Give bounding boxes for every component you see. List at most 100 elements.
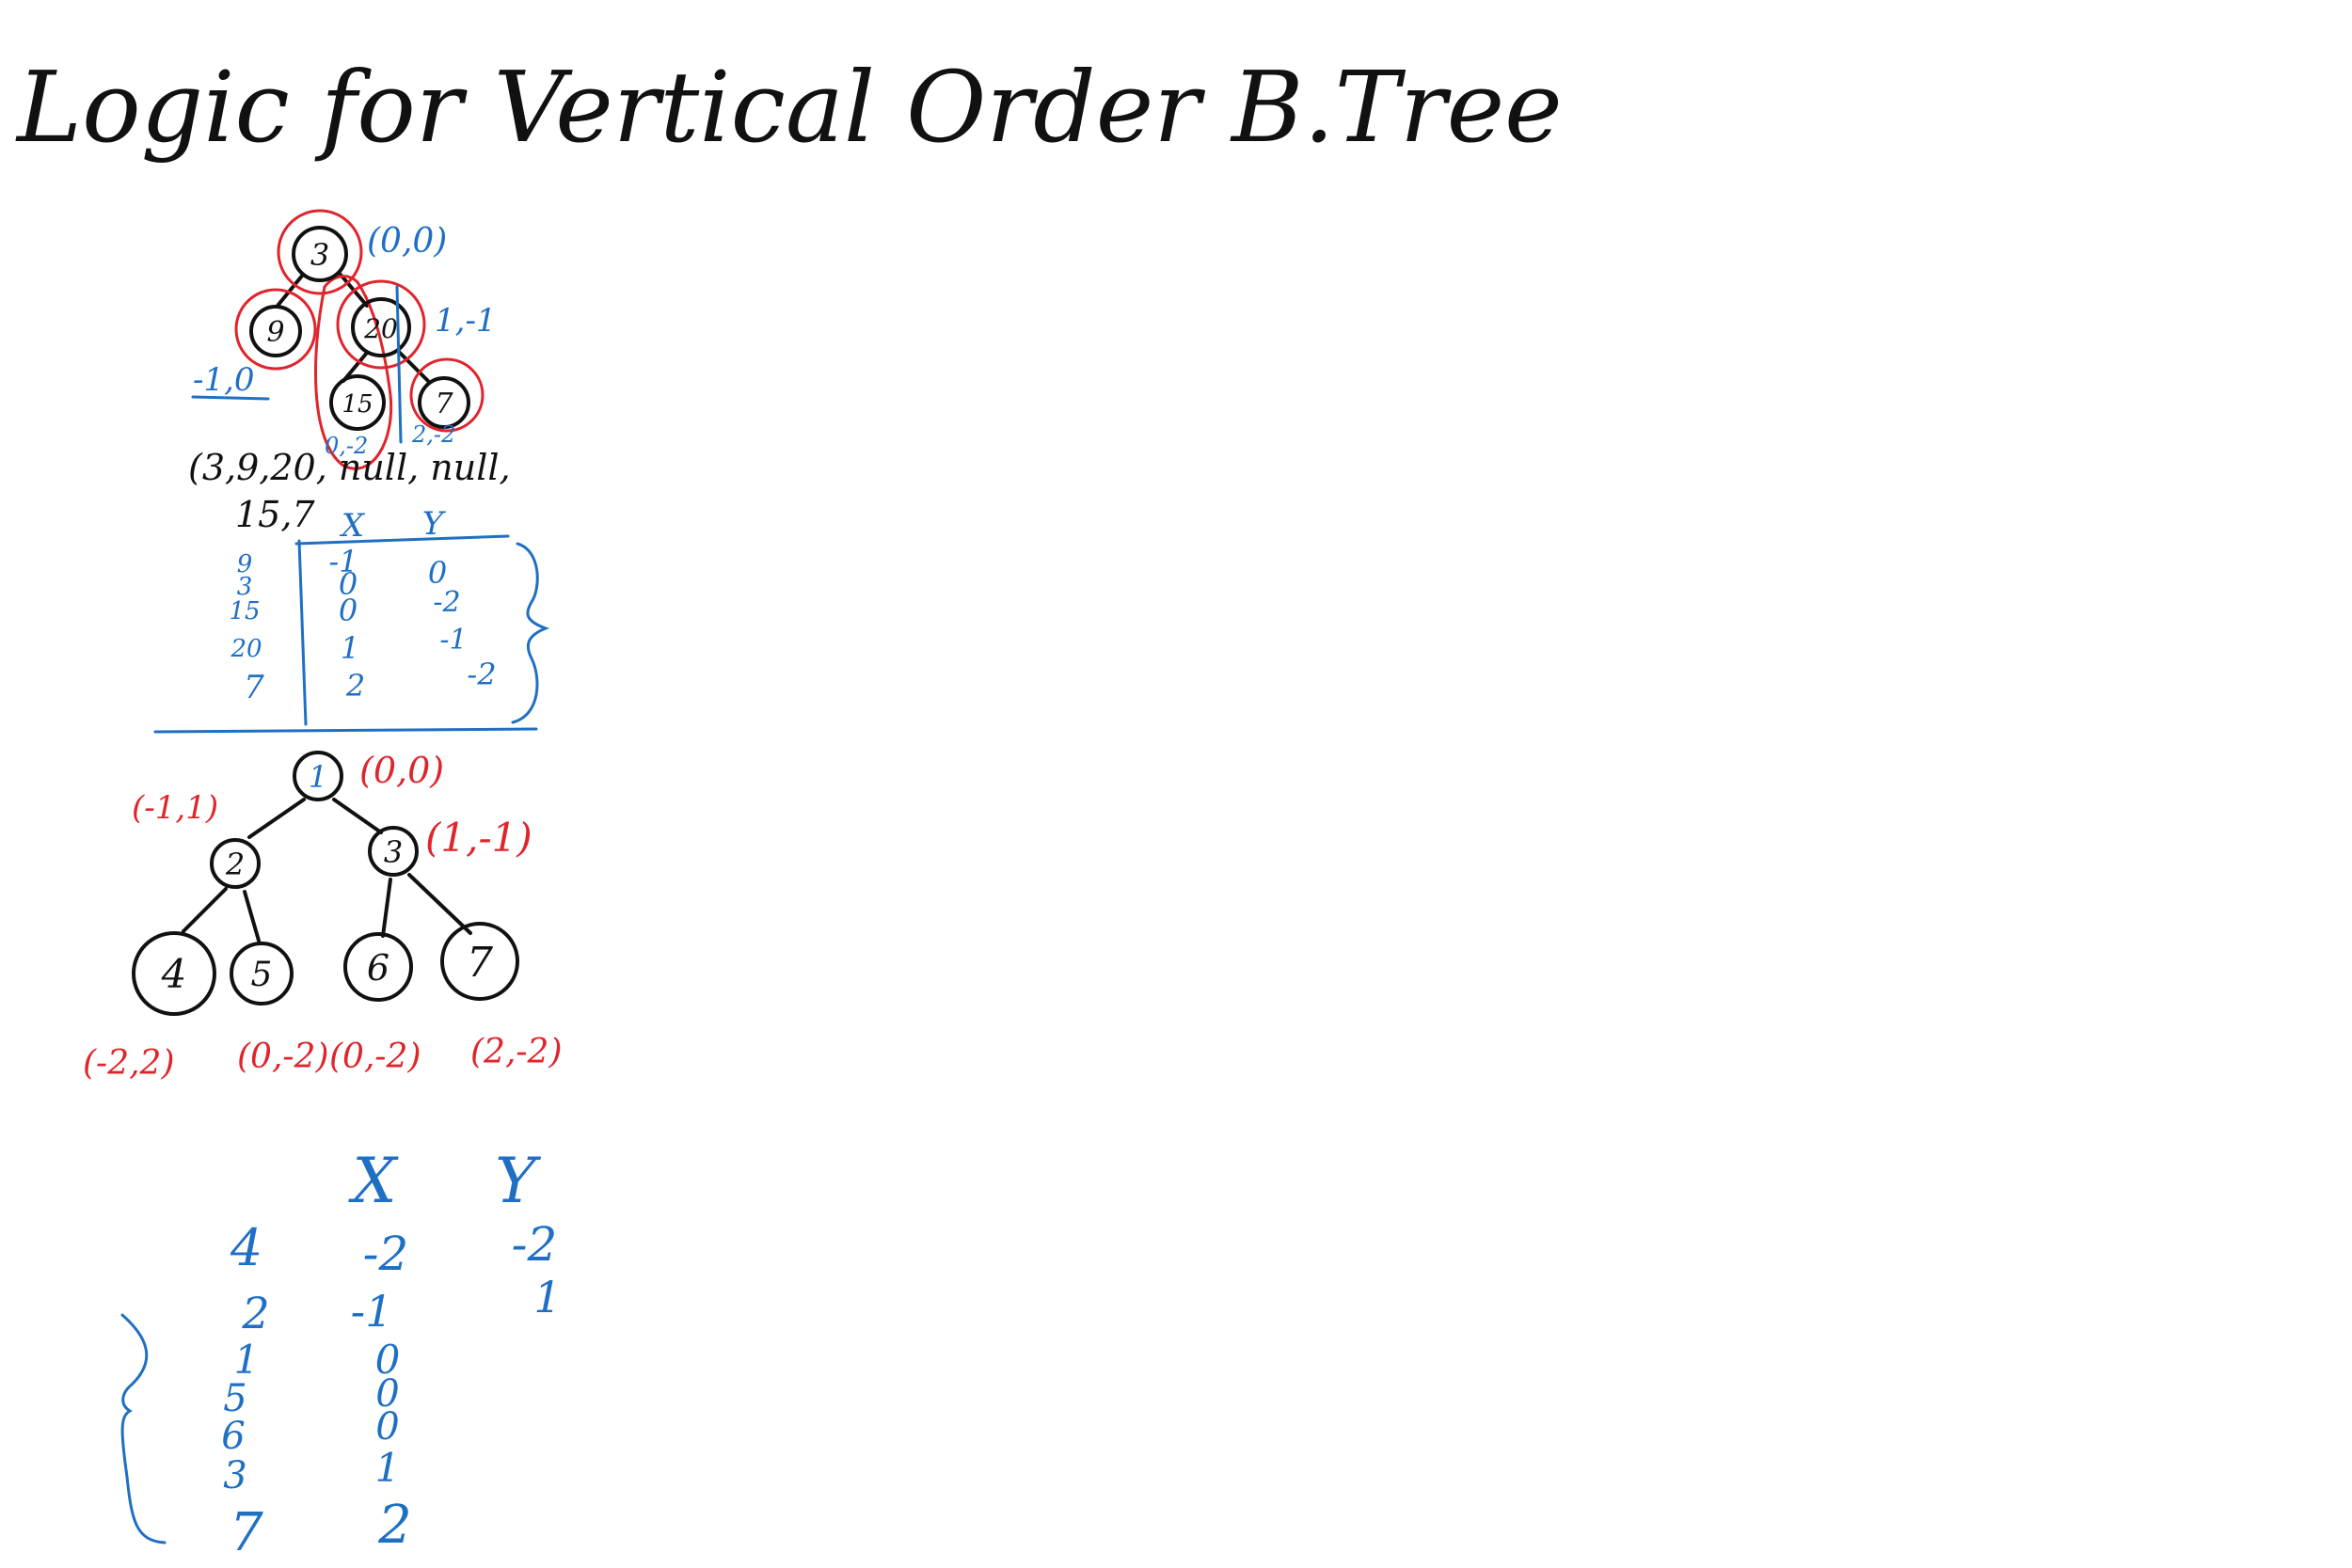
table-row: 1 0 (234, 1337, 401, 1383)
tree-2-node-coord: (1,-1) (425, 815, 532, 861)
tree-1-red-highlight (277, 209, 363, 295)
tree-2-node-coord: (0,0) (359, 750, 444, 791)
tree-2-node-label: 1 (309, 759, 327, 795)
tree-2-edge (381, 878, 392, 938)
table-2-x: 0 (375, 1372, 399, 1416)
table-2-y: 1 (533, 1272, 561, 1323)
level-order-line-2: 15,7 (235, 494, 315, 535)
tree-1-node (351, 297, 411, 357)
table-1-header-y: Y (422, 505, 447, 543)
tree-1-node-label: 3 (310, 237, 329, 273)
table-2-x: -1 (351, 1286, 393, 1337)
tree-2-node-label: 6 (367, 947, 389, 989)
tree-1-node (292, 226, 348, 282)
table-1-y: 0 (428, 555, 447, 591)
tree-2-node (368, 826, 419, 877)
table-2-header-x: X (348, 1145, 400, 1217)
table-1-header-rule (294, 534, 510, 546)
table-1-x: 2 (345, 668, 365, 704)
table-2-x: -2 (363, 1227, 409, 1281)
tree-1-red-column-loop (313, 275, 393, 470)
table-2: X Y 4 -2 -2 2 -1 1 1 0 5 0 6 0 3 (120, 1145, 562, 1563)
tree-2-node-coord: (0,-2) (237, 1037, 329, 1076)
tree-1: 3 9 20 15 7 (0,0) -1,0 1,-1 0,-2 2,-2 (3… (188, 209, 511, 535)
tree-1-blue-divider (395, 285, 403, 444)
table-1-x: 1 (341, 630, 359, 666)
tree-2-node-label: 7 (467, 939, 493, 987)
table-2-node: 3 (223, 1454, 246, 1497)
table-1-y: -2 (467, 657, 496, 692)
table-2-node: 6 (221, 1415, 245, 1458)
tree-1-edge (342, 351, 369, 383)
tree-1-node-coord: 0,-2 (325, 433, 368, 459)
table-2-x: 2 (377, 1495, 412, 1556)
table-row: 7 2 -2 (244, 657, 496, 706)
table-row: 4 -2 -2 (230, 1217, 558, 1281)
table-1-x: 0 (339, 566, 358, 602)
tree-1-edge (276, 273, 305, 308)
tree-2-node (230, 942, 294, 1006)
tree-1-red-highlight (336, 279, 426, 370)
table-1-x: 0 (339, 593, 358, 628)
table-2-x: 1 (375, 1445, 401, 1491)
table-row: 3 1 (223, 1445, 400, 1497)
table-row: 20 1 -1 (230, 624, 467, 666)
table-1-node: 7 (244, 669, 264, 706)
table-2-header-y: Y (495, 1145, 541, 1217)
tree-1-node-coord: 2,-2 (411, 421, 455, 448)
table-2-node: 1 (234, 1337, 260, 1383)
tree-2-edge (182, 887, 228, 933)
tree-2-edge (247, 798, 306, 839)
tree-1-node (329, 374, 386, 431)
tree-2-node (343, 932, 413, 1002)
table-row: 3 0 (237, 566, 358, 602)
level-order-line-1: (3,9,20, null, null, (188, 447, 511, 488)
table-2-node: 2 (241, 1288, 269, 1338)
tree-2-node-coord: (-1,1) (132, 789, 218, 827)
tree-1-node-label: 9 (266, 316, 284, 349)
table-2-y: -2 (512, 1217, 558, 1272)
tree-1-red-highlight (409, 357, 485, 433)
tree-2-node-label: 2 (225, 847, 245, 882)
tree-2: 1 2 3 4 5 6 7 (0,0) (-1,1) (1,-1) (-2,2)… (83, 750, 563, 1083)
tree-1-node (418, 376, 470, 429)
tree-2-node-label: 3 (384, 834, 403, 870)
tree-1-node-label: 20 (363, 313, 398, 344)
table-row: 2 -1 1 (241, 1272, 561, 1338)
tree-2-edge (407, 873, 472, 935)
tree-1-node-coord: 1,-1 (435, 302, 497, 340)
table-row: 5 0 (223, 1372, 399, 1420)
table-1-y: -1 (439, 624, 467, 657)
table-1-node: 20 (230, 635, 262, 663)
tree-1-node-label: 15 (342, 390, 373, 419)
tree-2-node (440, 922, 519, 1001)
tree-2-node (132, 931, 216, 1016)
tree-1-node-coord: (0,0) (367, 222, 447, 261)
table-1-node: 9 (237, 550, 253, 578)
table-1-column-rule (297, 539, 308, 726)
table-2-node: 4 (230, 1218, 262, 1277)
table-1-node: 15 (229, 597, 260, 626)
table-1: X Y 9 -1 0 3 0 15 0 -2 20 1 -1 7 2 -2 (153, 505, 550, 734)
tree-2-node-label: 5 (251, 956, 273, 994)
table-1-brace (511, 542, 550, 724)
tree-1-node-label: 7 (435, 388, 453, 420)
table-1-node: 3 (237, 573, 253, 601)
tree-2-node-coord: (2,-2) (470, 1033, 563, 1071)
table-row: 6 0 (221, 1405, 399, 1458)
table-1-x: -1 (328, 544, 358, 579)
tree-1-node-coord: -1,0 (193, 361, 255, 399)
tree-2-node-coord: (0,-2) (329, 1037, 421, 1076)
table-2-brace (120, 1313, 167, 1544)
table-row: 7 2 (230, 1495, 412, 1563)
tree-2-edge (243, 890, 261, 942)
tree-1-edge (398, 351, 430, 383)
tree-2-edge (332, 798, 383, 834)
tree-2-node-coord: (-2,2) (83, 1044, 175, 1083)
page-title: Logic for Vertical Order B.Tree (15, 50, 1563, 165)
table-2-node: 7 (230, 1502, 263, 1563)
table-1-y: -2 (433, 586, 460, 619)
tree-1-coord-underline (191, 395, 270, 401)
tree-1-node (249, 305, 302, 357)
